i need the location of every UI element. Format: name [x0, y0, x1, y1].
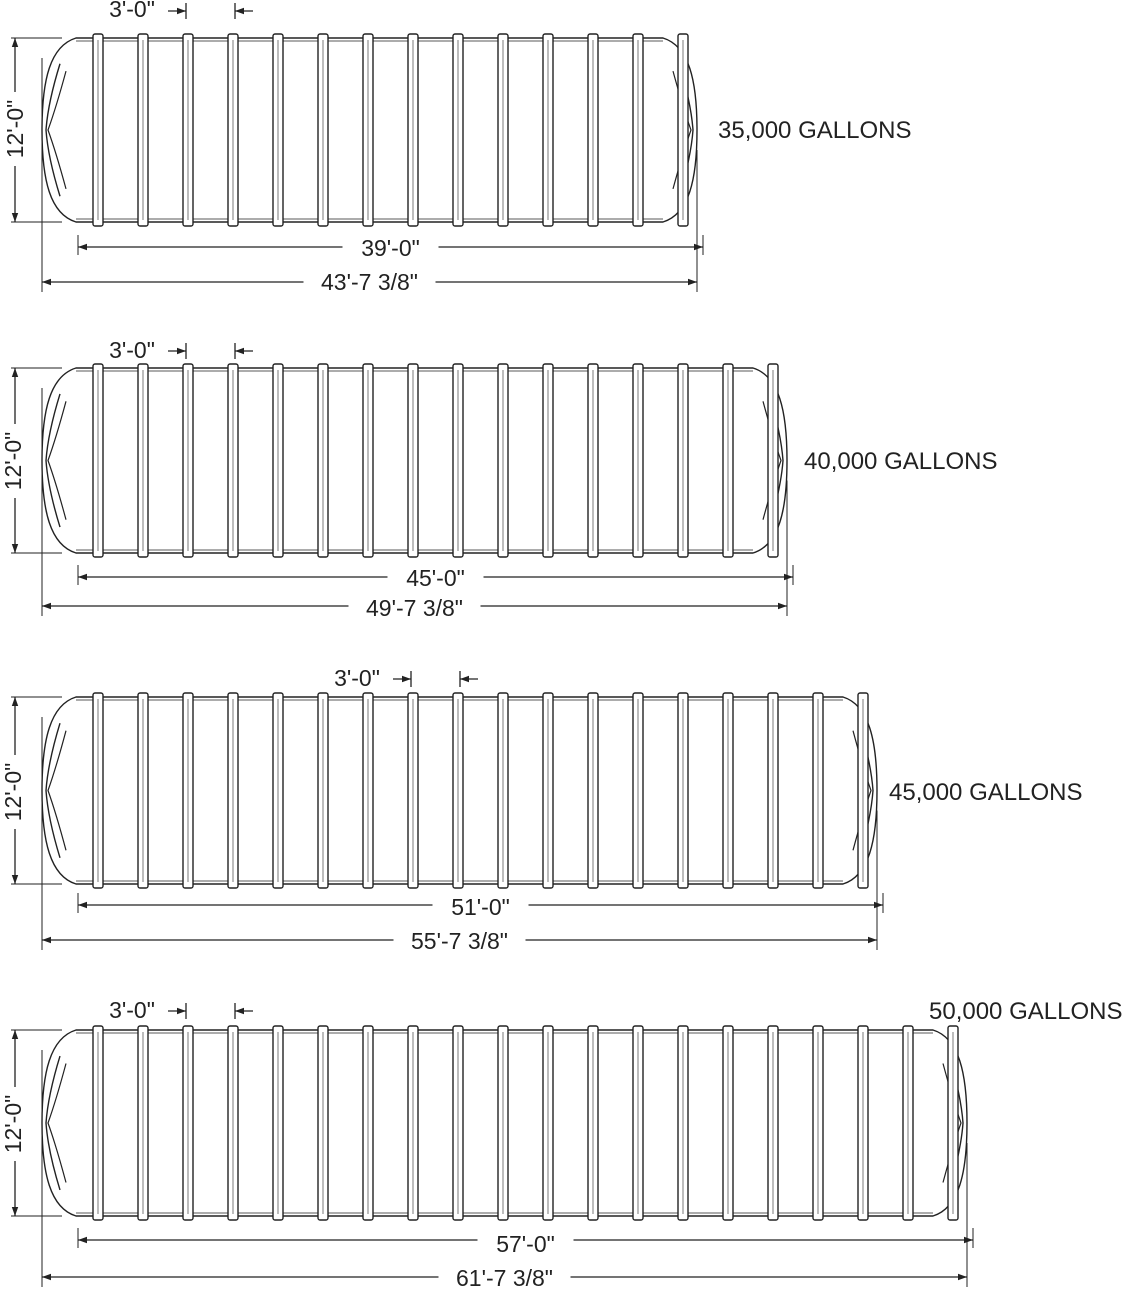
overall-length-label: 49'-7 3/8" [366, 595, 463, 621]
capacity-label: 35,000 GALLONS [718, 117, 911, 144]
body-length-arrow-left [78, 573, 87, 581]
tank-50000-drawing: 3'-0" 57'-0" 61'-7 3/8" 12'-0" 50,000 GA… [0, 997, 1122, 1289]
tank-body [11, 1003, 974, 1287]
overall-length-label: 43'-7 3/8" [321, 269, 418, 295]
body-length-arrow-left [78, 1236, 87, 1244]
overall-length-label: 55'-7 3/8" [411, 928, 508, 954]
height-arrow-top [11, 38, 19, 47]
overall-length-arrow-right [868, 936, 877, 944]
height-arrow-bottom [11, 875, 19, 884]
overall-length-arrow-right [778, 602, 787, 610]
rib-spacing-label: 3'-0" [334, 665, 380, 691]
rib-spacing-arrow-left [177, 7, 186, 15]
body-length-arrow-left [78, 243, 87, 251]
height-arrow-top [11, 697, 19, 706]
left-end-rib-outer [45, 722, 61, 859]
capacity-label: 40,000 GALLONS [804, 448, 997, 475]
rib-spacing-arrow-right [235, 1007, 244, 1015]
height-label: 12'-0" [0, 1095, 26, 1154]
height-label: 12'-0" [0, 432, 26, 491]
rib-spacing-arrow-right [460, 675, 469, 683]
tank-35000-drawing: 3'-0" 39'-0" 43'-7 3/8" 12'-0" 35,000 GA… [2, 0, 911, 295]
rib-spacing-arrow-left [177, 1007, 186, 1015]
overall-length-label: 61'-7 3/8" [456, 1265, 553, 1289]
body-length-label: 57'-0" [496, 1231, 555, 1257]
left-end-rib-outer [45, 393, 61, 528]
overall-length-arrow-left [42, 936, 51, 944]
height-arrow-top [11, 1030, 19, 1039]
left-end-rib-inner [47, 730, 67, 851]
tank-45000-drawing: 3'-0" 51'-0" 55'-7 3/8" 12'-0" 45,000 GA… [0, 665, 1082, 954]
rib-spacing-arrow-right [235, 347, 244, 355]
height-label: 12'-0" [0, 763, 26, 822]
rib-spacing-arrow-left [177, 347, 186, 355]
rib-spacing-label: 3'-0" [109, 337, 155, 363]
overall-length-arrow-right [688, 278, 697, 286]
body-length-arrow-right [964, 1236, 973, 1244]
body-length-arrow-right [784, 573, 793, 581]
height-arrow-bottom [11, 213, 19, 222]
capacity-label: 50,000 GALLONS [929, 998, 1122, 1025]
rib-spacing-label: 3'-0" [109, 0, 155, 22]
capacity-label: 45,000 GALLONS [889, 779, 1082, 806]
body-length-arrow-right [874, 901, 883, 909]
body-length-label: 45'-0" [406, 565, 465, 591]
overall-length-arrow-left [42, 602, 51, 610]
height-arrow-bottom [11, 1207, 19, 1216]
left-end-rib-inner [47, 70, 67, 190]
tank-40000-drawing: 3'-0" 45'-0" 49'-7 3/8" 12'-0" 40,000 GA… [0, 337, 997, 621]
overall-length-arrow-left [42, 278, 51, 286]
height-arrow-top [11, 368, 19, 377]
height-arrow-bottom [11, 544, 19, 553]
tank-body [11, 343, 794, 616]
height-label: 12'-0" [2, 100, 28, 159]
body-length-label: 39'-0" [361, 235, 420, 261]
rib-spacing-label: 3'-0" [109, 997, 155, 1023]
overall-length-arrow-right [958, 1273, 967, 1281]
left-end-rib-outer [45, 63, 61, 197]
body-length-label: 51'-0" [451, 894, 510, 920]
left-end-rib-outer [45, 1055, 61, 1191]
body-length-arrow-right [694, 243, 703, 251]
tank-body [11, 671, 884, 950]
rib-spacing-arrow-left [402, 675, 411, 683]
tank-body [11, 3, 704, 292]
body-length-arrow-left [78, 901, 87, 909]
overall-length-arrow-left [42, 1273, 51, 1281]
left-end-rib-inner [47, 401, 67, 520]
rib-spacing-arrow-right [235, 7, 244, 15]
left-end-rib-inner [47, 1063, 67, 1183]
